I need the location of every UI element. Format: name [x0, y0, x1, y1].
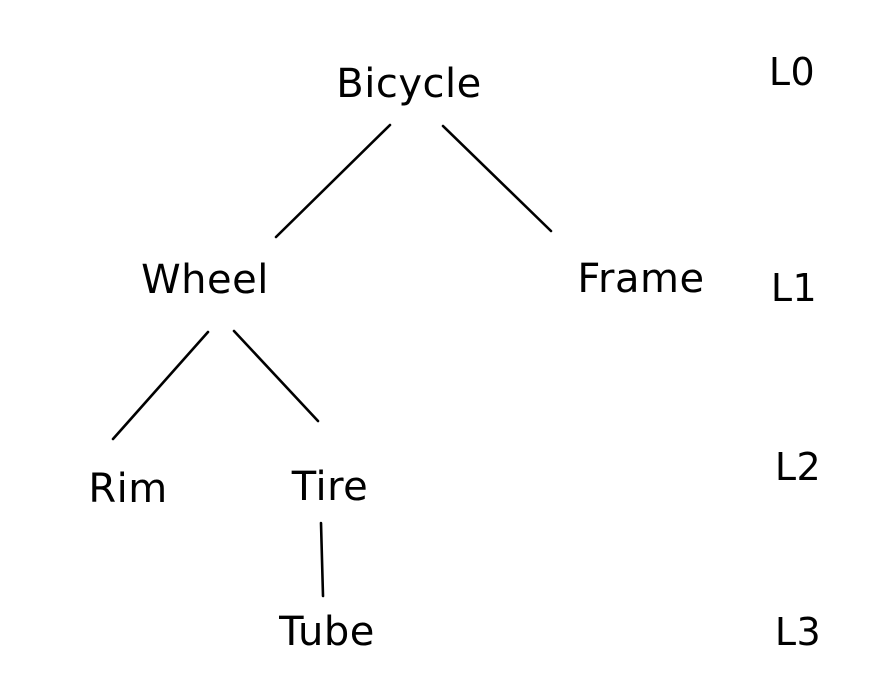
edge-bicycle-to-frame: [441, 124, 553, 233]
edge-wheel-to-rim: [111, 330, 210, 441]
node-rim: Rim: [88, 466, 168, 512]
node-bicycle: Bicycle: [336, 61, 482, 107]
level-label-l0: L0: [768, 50, 816, 94]
edge-wheel-to-tire: [232, 329, 320, 423]
level-label-l2: L2: [774, 445, 822, 489]
edge-bicycle-to-wheel: [274, 123, 392, 239]
node-frame: Frame: [577, 256, 705, 302]
node-tire: Tire: [291, 464, 369, 510]
level-label-l3: L3: [774, 610, 822, 654]
node-tube: Tube: [279, 609, 375, 655]
level-label-l1: L1: [770, 266, 818, 310]
node-wheel: Wheel: [141, 257, 269, 303]
edge-tire-to-tube: [319, 521, 325, 598]
